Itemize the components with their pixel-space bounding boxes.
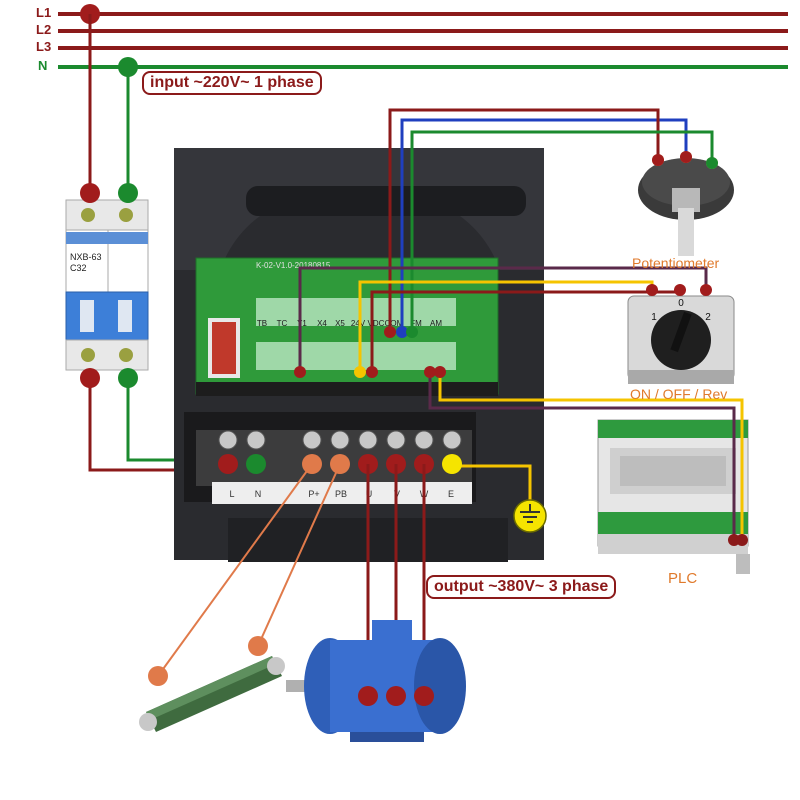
dot-e (442, 454, 462, 474)
term-y1: Y1 (297, 319, 307, 328)
term-fm: FM (410, 319, 422, 328)
term-tb: TB (257, 319, 267, 328)
term-x5: X5 (335, 319, 345, 328)
bus-label-l3: L3 (36, 39, 52, 54)
pterm-n: N (255, 489, 262, 499)
pterm-l: L (229, 489, 234, 499)
power-dots (218, 454, 462, 474)
breaker-out-l-dot (80, 368, 100, 388)
dot-n (246, 454, 266, 474)
ground-wire (452, 464, 532, 500)
term-am: AM (430, 319, 442, 328)
pterm-pb: PB (335, 489, 347, 499)
dot-l (218, 454, 238, 474)
bus-label-l1: L1 (36, 5, 52, 20)
switch-rev-wire (298, 266, 708, 372)
breaker-in-l-dot (80, 183, 100, 203)
breaker-rating: C32 (70, 263, 87, 273)
switch-pos-0: 0 (678, 298, 684, 309)
pterm-e: E (448, 489, 454, 499)
term-x4: X4 (317, 319, 327, 328)
brake-wire-2 (257, 463, 341, 647)
switch-pos-2: 2 (705, 312, 711, 323)
pot-high-wire (388, 108, 660, 332)
term-tc: TC (277, 319, 288, 328)
pot-wiper-wire (400, 118, 688, 332)
plc-rs485-a-wire (428, 372, 736, 540)
brake-wire-1 (157, 463, 313, 677)
term-vdc: VDC (368, 319, 385, 328)
motor-icon (286, 620, 466, 742)
breaker-model: NXB-63 (70, 252, 102, 262)
rotary-switch-icon: 1 0 2 (627, 295, 735, 384)
switch-label: ON / OFF / Rev (630, 386, 728, 402)
term-24v: 24V (351, 319, 366, 328)
vfd-control-terminals: TB TC Y1 X4 X5 24V VDC COM FM AM (257, 319, 442, 328)
input-label: input ~220V~ 1 phase (142, 71, 322, 95)
brake-resistor-icon (139, 636, 285, 732)
potentiometer-label: Potentiometer (632, 255, 720, 271)
output-label: output ~380V~ 3 phase (426, 575, 617, 599)
ground-icon (513, 499, 547, 533)
plc-rs485-b-wire (438, 372, 744, 540)
vfd-version: K-02-V1.0-20180815 (256, 261, 331, 270)
breaker-out-n-dot (118, 368, 138, 388)
pot-low-wire (410, 130, 714, 332)
supply-bus (58, 4, 788, 77)
breaker-in-n-dot (118, 183, 138, 203)
plc-label: PLC (668, 570, 698, 587)
breaker-icon: NXB-63 C32 (65, 183, 149, 388)
pterm-pplus: P+ (308, 489, 319, 499)
term-com: COM (385, 319, 404, 328)
bus-label-n: N (38, 58, 48, 73)
switch-pos-1: 1 (651, 312, 657, 323)
bus-label-l2: L2 (36, 22, 52, 37)
brake-wires (157, 463, 341, 677)
potentiometer-icon (638, 151, 734, 256)
control-dots (294, 151, 748, 546)
vfd-power-terminals: L N P+ PB U V W E (218, 430, 462, 499)
plc-icon (597, 419, 750, 574)
